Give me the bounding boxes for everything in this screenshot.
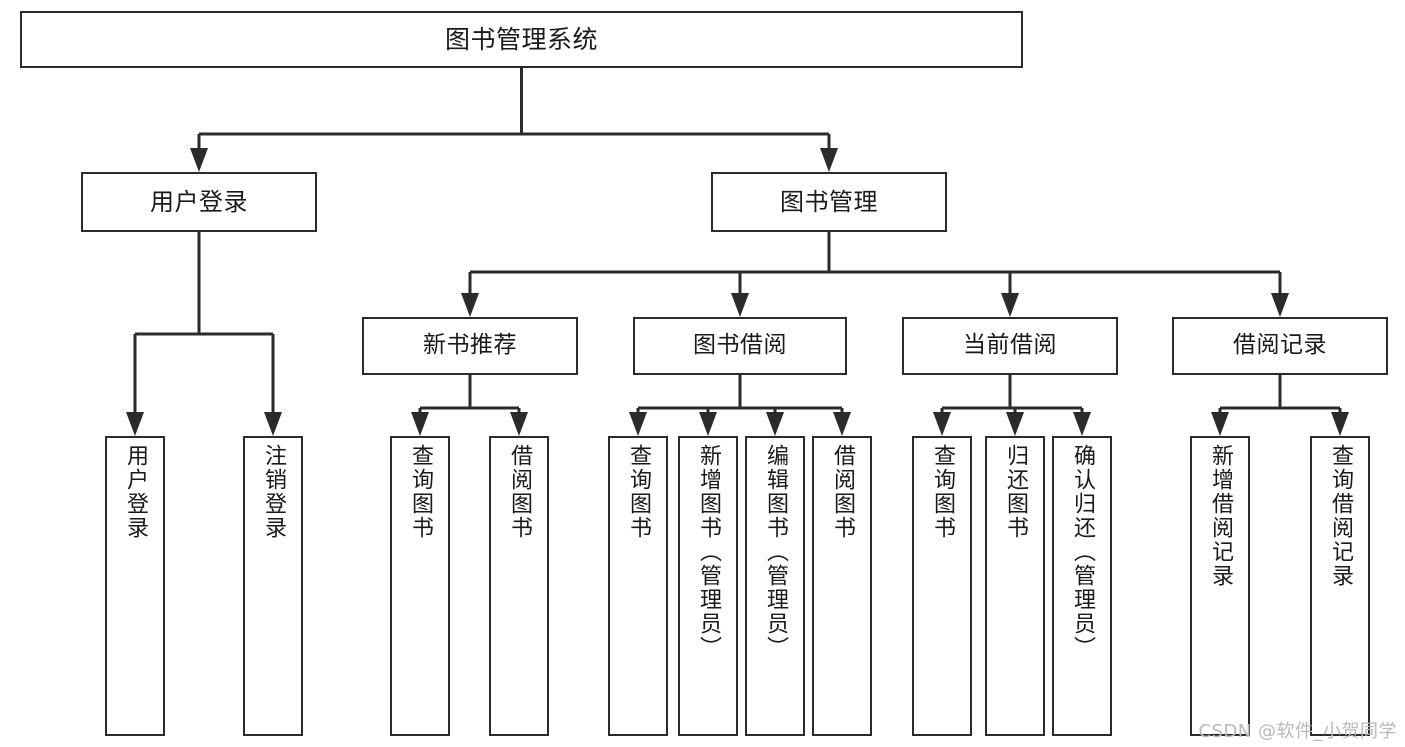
node-label: 借阅图书 [830, 444, 855, 540]
node-borrow-record[interactable]: 借阅记录 [1172, 317, 1388, 375]
node-leaf-add-record[interactable]: 新增借阅记录 [1190, 436, 1250, 736]
node-label: 查询图书 [408, 444, 433, 540]
node-leaf-confirm-return[interactable]: 确认归还（管理员） [1052, 436, 1112, 736]
node-new-book-rec[interactable]: 新书推荐 [362, 317, 578, 375]
node-label: 新增借阅记录 [1208, 444, 1233, 588]
node-label: 图书管理 [780, 187, 878, 216]
node-leaf-query-book-2[interactable]: 查询图书 [608, 436, 668, 736]
node-label: 借阅记录 [1233, 332, 1327, 359]
node-current-borrow[interactable]: 当前借阅 [902, 317, 1118, 375]
node-label: 新增图书（管理员） [696, 444, 721, 660]
node-label: 图书借阅 [693, 332, 787, 359]
node-leaf-borrow-book-2[interactable]: 借阅图书 [812, 436, 872, 736]
node-label: 确认归还（管理员） [1070, 444, 1095, 660]
node-label: 查询图书 [626, 444, 651, 540]
node-leaf-borrow-book-1[interactable]: 借阅图书 [489, 436, 549, 736]
node-label: 图书管理系统 [444, 24, 598, 54]
node-book-borrow[interactable]: 图书借阅 [633, 317, 847, 375]
node-leaf-edit-book[interactable]: 编辑图书（管理员） [745, 436, 805, 736]
node-book-manage[interactable]: 图书管理 [711, 172, 947, 232]
node-root[interactable]: 图书管理系统 [20, 11, 1023, 68]
node-leaf-user-logout[interactable]: 注销登录 [243, 436, 303, 736]
node-leaf-query-book-1[interactable]: 查询图书 [390, 436, 450, 736]
node-label: 查询图书 [930, 444, 955, 540]
node-label: 注销登录 [261, 444, 286, 540]
node-label: 借阅图书 [507, 444, 532, 540]
node-label: 编辑图书（管理员） [763, 444, 788, 660]
node-label: 当前借阅 [963, 332, 1057, 359]
node-leaf-return-book[interactable]: 归还图书 [985, 436, 1045, 736]
node-user-login[interactable]: 用户登录 [81, 172, 317, 232]
watermark-text: CSDN @软件_小贺同学 [1198, 721, 1397, 742]
node-leaf-query-record[interactable]: 查询借阅记录 [1310, 436, 1370, 736]
node-leaf-query-book-3[interactable]: 查询图书 [912, 436, 972, 736]
node-label: 新书推荐 [423, 332, 517, 359]
node-label: 用户登录 [123, 444, 148, 540]
node-label: 查询借阅记录 [1328, 444, 1353, 588]
node-label: 归还图书 [1003, 444, 1028, 540]
node-label: 用户登录 [150, 187, 248, 216]
node-leaf-add-book[interactable]: 新增图书（管理员） [678, 436, 738, 736]
node-leaf-user-login[interactable]: 用户登录 [105, 436, 165, 736]
